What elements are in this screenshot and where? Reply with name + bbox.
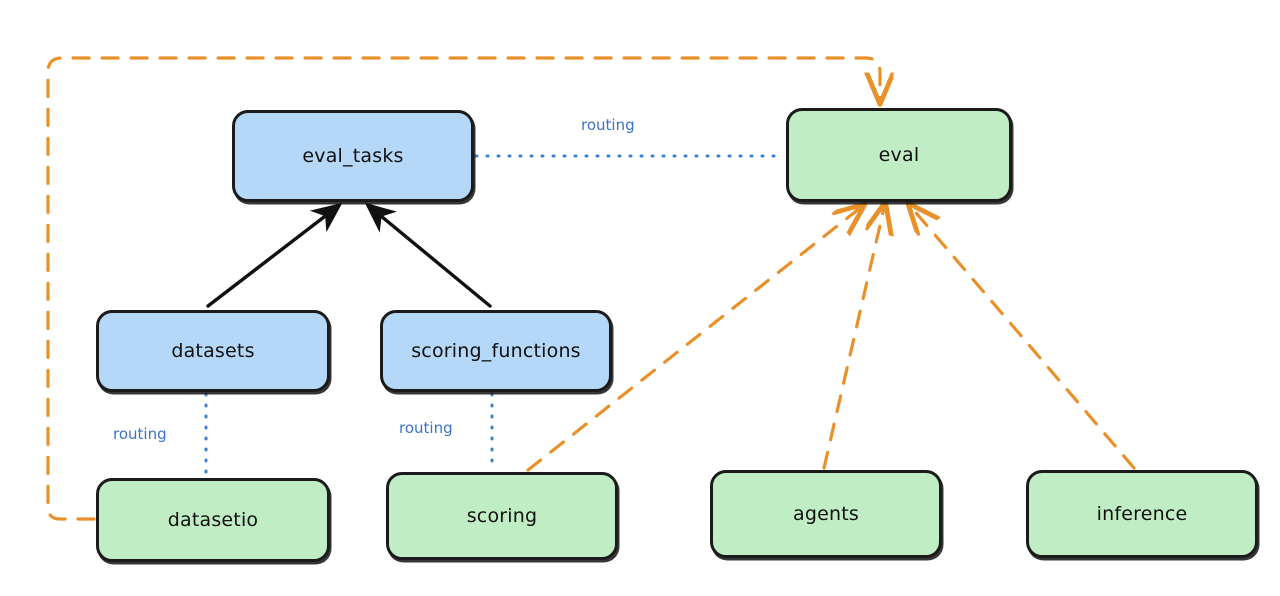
edge-label-routing-datasets-datasetio: routing — [110, 425, 170, 443]
node-label-datasetio: datasetio — [167, 509, 259, 531]
edge-label-routing-scoring-functions-scoring: routing — [396, 419, 456, 437]
node-scoring-functions[interactable]: scoring_functions — [380, 310, 612, 392]
edge-inference-to-eval — [912, 208, 1136, 470]
node-label-eval-tasks: eval_tasks — [302, 145, 404, 167]
node-eval[interactable]: eval — [786, 108, 1012, 202]
node-inference[interactable]: inference — [1026, 470, 1258, 558]
node-label-eval: eval — [878, 144, 920, 166]
edge-label-routing-eval-tasks-eval: routing — [578, 116, 638, 134]
node-datasetio[interactable]: datasetio — [96, 478, 330, 562]
edge-datasets-to-eval-tasks — [206, 202, 343, 308]
node-agents[interactable]: agents — [710, 470, 942, 558]
edge-scoring-functions-to-eval-tasks — [364, 202, 492, 308]
node-datasets[interactable]: datasets — [96, 310, 330, 392]
node-eval-tasks[interactable]: eval_tasks — [232, 110, 474, 202]
node-label-inference: inference — [1096, 503, 1188, 525]
node-label-datasets: datasets — [171, 340, 255, 362]
node-label-scoring: scoring — [466, 505, 538, 527]
node-label-agents: agents — [793, 503, 859, 525]
node-label-scoring-functions: scoring_functions — [411, 340, 581, 362]
edge-agents-to-eval — [822, 208, 884, 470]
node-scoring[interactable]: scoring — [386, 472, 618, 560]
